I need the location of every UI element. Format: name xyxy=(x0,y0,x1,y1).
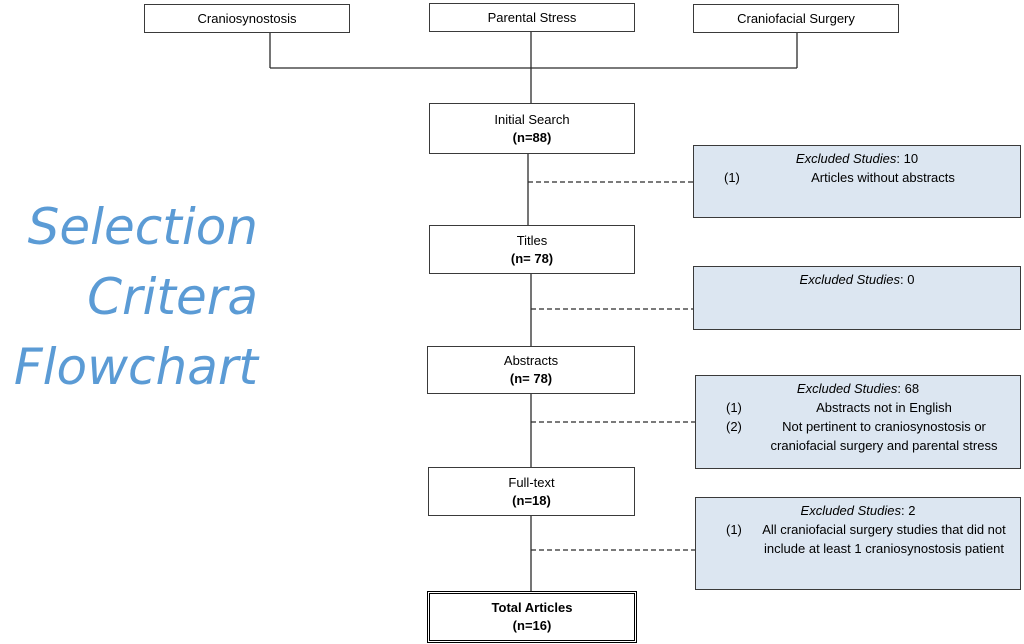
stage-box-initial-search: Initial Search (n=88) xyxy=(429,103,635,154)
search-term-label: Parental Stress xyxy=(487,9,577,25)
search-term-box: Parental Stress xyxy=(429,3,635,32)
flowchart-title: Selection Critera Flowchart xyxy=(0,192,258,402)
title-line: Flowchart xyxy=(13,338,258,396)
stage-box-titles: Titles (n= 78) xyxy=(429,225,635,274)
title-line: Critera xyxy=(87,268,258,326)
search-term-label: Craniosynostosis xyxy=(197,10,297,26)
stage-box-total-articles: Total Articles (n=16) xyxy=(427,591,637,643)
title-line: Selection xyxy=(27,198,258,256)
stage-label: Total Articles xyxy=(491,600,573,615)
stage-count: (n=18) xyxy=(512,492,551,508)
excluded-studies-heading: Excluded Studies: 0 xyxy=(799,272,915,287)
excluded-studies-box: Excluded Studies: 68 (1) Abstracts not i… xyxy=(695,375,1021,469)
stage-count: (n=16) xyxy=(512,618,552,633)
stage-label: Full-text xyxy=(508,474,555,490)
exclusion-reason: (2) Not pertinent to craniosynostosis or… xyxy=(696,417,1020,455)
reason-text: All craniofacial surgery studies that di… xyxy=(762,522,1006,556)
reason-number: (2) xyxy=(726,419,742,434)
reason-text: Articles without abstracts xyxy=(811,170,955,185)
search-term-box: Craniosynostosis xyxy=(144,4,350,33)
search-term-label: Craniofacial Surgery xyxy=(737,10,855,26)
reason-number: (1) xyxy=(726,522,742,537)
stage-box-abstracts: Abstracts (n= 78) xyxy=(427,346,635,394)
excluded-studies-box: Excluded Studies: 0 xyxy=(693,266,1021,330)
excluded-studies-box: Excluded Studies: 2 (1) All craniofacial… xyxy=(695,497,1021,590)
reason-number: (1) xyxy=(724,170,740,185)
stage-label: Titles xyxy=(516,232,548,248)
stage-count: (n=88) xyxy=(512,129,552,145)
stage-label: Abstracts xyxy=(503,353,559,368)
excluded-studies-heading: Excluded Studies: 10 xyxy=(795,151,919,166)
stage-label: Initial Search xyxy=(494,111,570,127)
excluded-studies-heading: Excluded Studies: 2 xyxy=(800,503,916,518)
exclusion-reason: (1) All craniofacial surgery studies tha… xyxy=(696,520,1020,558)
excluded-studies-heading: Excluded Studies: 68 xyxy=(796,381,920,396)
stage-count: (n= 78) xyxy=(509,371,553,386)
reason-number: (1) xyxy=(726,400,742,415)
exclusion-reason: (1) Abstracts not in English xyxy=(696,398,1020,417)
stage-box-full-text: Full-text (n=18) xyxy=(428,467,635,516)
excluded-studies-box: Excluded Studies: 10 (1) Articles withou… xyxy=(693,145,1021,218)
reason-text: Not pertinent to craniosynostosis or cra… xyxy=(770,419,998,453)
stage-count: (n= 78) xyxy=(510,250,554,266)
search-term-box: Craniofacial Surgery xyxy=(693,4,899,33)
exclusion-reason: (1) Articles without abstracts xyxy=(694,168,1020,187)
reason-text: Abstracts not in English xyxy=(816,400,952,415)
